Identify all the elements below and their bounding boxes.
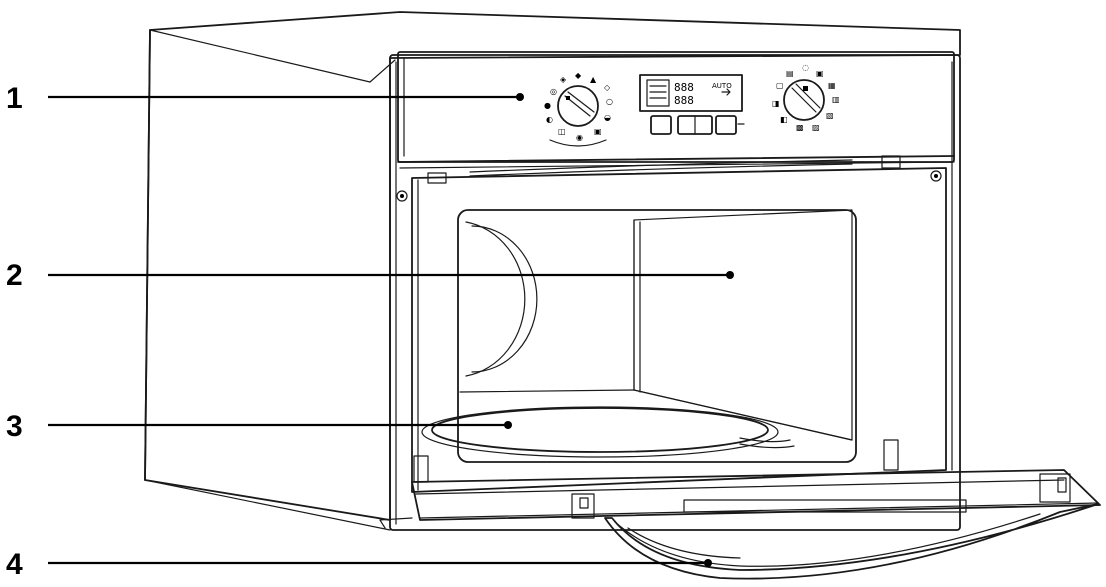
callout-1: 1 [6, 82, 524, 115]
svg-text:●: ● [544, 101, 551, 110]
knob-right-symbols: ▢ ▤ ◌ ▣ ▦ ▥ ▧ ▨ ▩ ◧ ◨ [772, 63, 840, 132]
svg-text:◫: ◫ [558, 127, 566, 136]
function-knob-right [783, 79, 825, 121]
svg-text:◨: ◨ [772, 99, 780, 108]
svg-text:◧: ◧ [780, 115, 788, 124]
svg-text:▥: ▥ [832, 95, 840, 104]
callout-number: 2 [6, 259, 23, 292]
svg-text:▩: ▩ [796, 123, 804, 132]
svg-text:◈: ◈ [560, 75, 567, 84]
function-knob-left [557, 85, 599, 127]
svg-text:▲: ▲ [590, 75, 597, 84]
svg-text:◐: ◐ [546, 115, 553, 124]
oven-front-frame [389, 54, 961, 531]
knob-left-symbols: ◎ ◈ ◆ ▲ ◇ ○ ◒ ▣ ◉ ◫ ◐ ● [544, 71, 613, 147]
svg-text:▦: ▦ [828, 81, 836, 90]
svg-text:888: 888 [674, 94, 694, 107]
door-handle [604, 503, 1099, 580]
svg-text:▣: ▣ [594, 127, 602, 136]
callout-number: 1 [6, 82, 23, 115]
svg-text:888: 888 [674, 81, 694, 94]
callout-number: 3 [6, 410, 23, 443]
digital-display: 888 888 AUTO [639, 74, 743, 112]
turntable [421, 406, 795, 458]
callout-number: 4 [6, 548, 23, 581]
svg-text:◉: ◉ [576, 133, 583, 142]
svg-text:◒: ◒ [604, 113, 611, 122]
svg-text:▨: ▨ [812, 123, 820, 132]
svg-text:▧: ▧ [826, 111, 834, 120]
oven-door [379, 439, 1101, 529]
control-panel: ◎ ◈ ◆ ▲ ◇ ○ ◒ ▣ ◉ ◫ ◐ ● 888 888 AUTO [397, 51, 955, 169]
svg-text:◆: ◆ [575, 71, 582, 80]
svg-text:▤: ▤ [786, 69, 794, 78]
leader-dot [516, 93, 524, 101]
svg-text:AUTO: AUTO [712, 82, 732, 90]
callout-4: 4 [6, 548, 712, 581]
svg-text:○: ○ [606, 97, 613, 106]
oven-cabinet [144, 11, 961, 531]
leader-dot [704, 559, 712, 567]
svg-text:◎: ◎ [550, 87, 557, 96]
svg-text:◇: ◇ [604, 83, 611, 92]
leader-dot [504, 421, 512, 429]
leader-dot [726, 271, 734, 279]
callout-3: 3 [6, 410, 512, 443]
svg-text:◌: ◌ [802, 63, 809, 72]
callout-2: 2 [6, 259, 734, 292]
svg-text:▣: ▣ [816, 69, 824, 78]
oven-cavity [411, 155, 947, 493]
control-buttons [650, 115, 745, 135]
svg-text:▢: ▢ [776, 81, 784, 90]
